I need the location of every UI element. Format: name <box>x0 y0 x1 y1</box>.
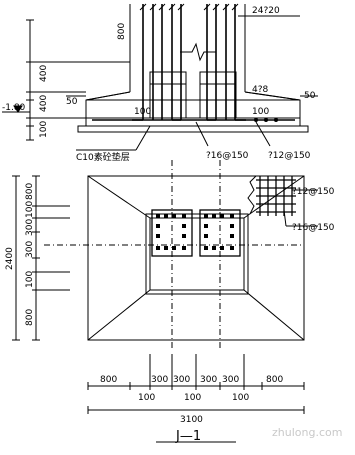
plan-left-800b: 800 <box>25 309 35 326</box>
dim-100-left: 100 <box>39 121 49 138</box>
base-rebar-dots <box>254 118 278 122</box>
dim-100-inner-left: 100 <box>134 107 151 117</box>
dim-50-left: 50 <box>66 97 78 107</box>
plan-left-300b: 300 <box>25 241 35 258</box>
dim-100-inner-right: 100 <box>252 107 269 117</box>
column-bar-dots <box>156 214 234 250</box>
bottom-100b: 100 <box>184 393 201 403</box>
rebar-428-label: 4?8 <box>252 85 269 95</box>
rebar-16a-label: ?16@150 <box>206 151 249 161</box>
bottom-300b: 300 <box>173 375 190 385</box>
plan-width-total: 2400 <box>5 247 15 270</box>
concrete-label: C10素砼垫层 <box>76 151 130 163</box>
watermark-text: zhulong.com <box>272 426 342 439</box>
plan-left-300a: 300 <box>25 219 35 236</box>
dim-400a: 400 <box>39 65 49 82</box>
plan-view <box>12 160 318 443</box>
plan-left-100a: 100 <box>25 201 35 218</box>
bottom-300c: 300 <box>200 375 217 385</box>
bottom-100a: 100 <box>138 393 155 403</box>
dim-800-vertical: 800 <box>117 23 127 40</box>
rebar-top-label: 24?20 <box>252 6 280 16</box>
level-label: -1.80 <box>2 103 26 113</box>
rebar-12b-label: ?12@150 <box>292 187 335 197</box>
bottom-300a: 300 <box>151 375 168 385</box>
dim-50-right: 50 <box>304 91 316 101</box>
section-view <box>2 3 318 151</box>
section-title: J—1 <box>175 429 201 444</box>
rebar-mesh-detail <box>247 175 296 216</box>
column-rebars <box>132 4 246 121</box>
rebar-12a-label: ?12@150 <box>268 151 311 161</box>
dim-400b: 400 <box>39 95 49 112</box>
plan-left-100b: 100 <box>25 271 35 288</box>
bottom-800b: 800 <box>266 375 283 385</box>
bottom-total: 3100 <box>180 415 203 425</box>
bottom-800a: 800 <box>100 375 117 385</box>
rebar-16b-label: ?16@150 <box>292 223 335 233</box>
bottom-100c: 100 <box>232 393 249 403</box>
bottom-300d: 300 <box>222 375 239 385</box>
plan-left-800a: 800 <box>25 183 35 200</box>
